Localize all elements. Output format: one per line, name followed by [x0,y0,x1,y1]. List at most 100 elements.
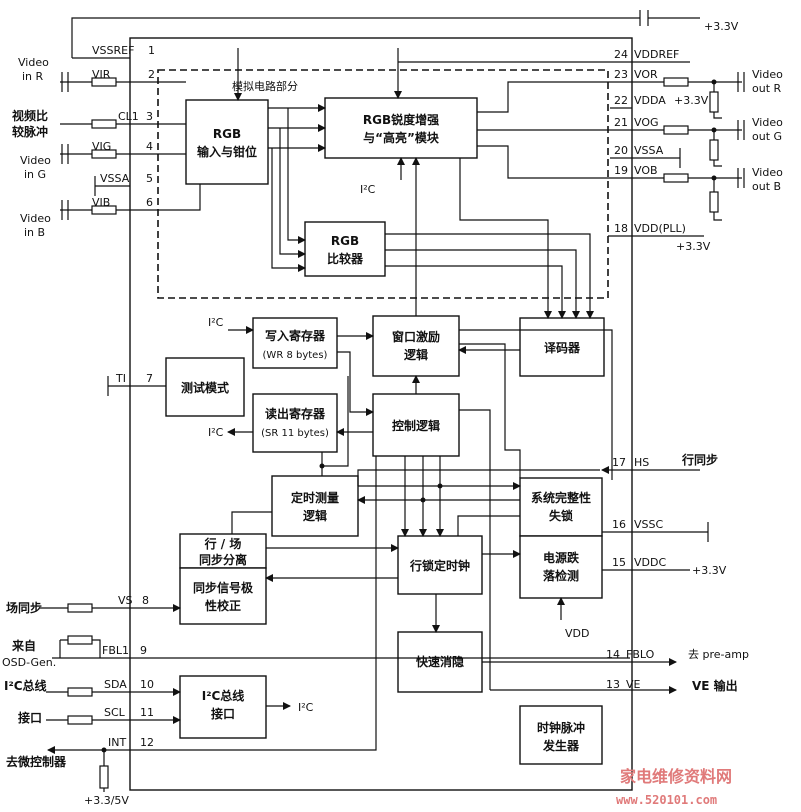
analog-section-outline [157,69,609,299]
i2c-label-rd: I²C [208,426,224,439]
rgb-comparator-block: RGB 比较器 [304,221,386,277]
rgb-sharpness-block: RGB锐度增强 与“高亮”模块 [324,97,478,159]
analog-section-label: 模拟电路部分 [232,79,298,93]
svg-text:VSSA: VSSA [100,172,130,185]
video-out-g-label: Video [752,116,783,129]
right-external-labels: Video out R Video out G Video out B [752,68,783,193]
svg-text:5: 5 [146,172,153,185]
svg-text:HS: HS [634,456,649,469]
svg-text:写入寄存器: 写入寄存器 [265,328,326,343]
svg-text:(SR 11 bytes): (SR 11 bytes) [261,428,329,439]
control-logic-block: 控制逻辑 [372,393,460,457]
svg-text:TI: TI [115,372,126,385]
write-register-block: 写入寄存器 (WR 8 bytes) [252,317,338,369]
read-register-block: 读出寄存器 (SR 11 bytes) [252,393,338,453]
svg-text:14: 14 [606,648,620,661]
video-compare-pulse-label: 视频比 [12,108,48,123]
svg-text:SCL: SCL [104,706,126,719]
svg-text:OSD-Gen.: OSD-Gen. [2,656,56,669]
svg-text:8: 8 [142,594,149,607]
svg-text:时钟脉冲: 时钟脉冲 [537,720,585,735]
left-pins: VSSREF 1 +3.3V VIR 2 CL1 3 VIG 4 VSSA 5 … [40,10,739,792]
svg-text:FBLO: FBLO [626,648,655,661]
svg-text:逻辑: 逻辑 [404,347,428,362]
to-mcu-label: 去微控制器 [6,754,67,769]
svg-text:FBL1: FBL1 [102,644,129,657]
svg-text:同步信号极: 同步信号极 [193,580,254,595]
svg-text:VSSREF: VSSREF [92,44,134,57]
svg-text:(WR 8 bytes): (WR 8 bytes) [263,350,328,361]
svg-text:发生器: 发生器 [542,738,580,753]
svg-text:21: 21 [614,116,628,129]
fast-blanking-block: 快速消隐 [397,631,483,693]
svg-text:比较器: 比较器 [327,251,364,266]
svg-text:定时测量: 定时测量 [291,490,339,505]
svg-text:17: 17 [612,456,626,469]
svg-text:落检测: 落检测 [543,568,579,583]
svg-text:VE: VE [626,678,641,691]
supply-top: +3.3V [704,20,739,33]
svg-text:VDDA: VDDA [634,94,666,107]
power-dip-detect-block: 电源跌 落检测 [519,535,603,599]
svg-text:VDD(PLL): VDD(PLL) [634,222,686,235]
svg-text:接口: 接口 [18,710,42,725]
from-osd-label: 来自 [11,638,36,653]
svg-text:7: 7 [146,372,153,385]
decoder-block: 译码器 [519,317,605,377]
line-lock-clock-block: 行锁定时钟 [397,535,483,595]
svg-text:out R: out R [752,82,782,95]
i2c-bus-ext-label: I²C总线 [4,678,47,693]
svg-text:23: 23 [614,68,628,81]
svg-text:VDDREF: VDDREF [634,48,679,61]
i2c-label-enh: I²C [360,183,376,196]
svg-text:CL1: CL1 [118,110,139,123]
system-integrity-block: 系统完整性 失锁 [519,477,603,537]
svg-text:读出寄存器: 读出寄存器 [265,406,326,421]
window-logic-block: 窗口激励 逻辑 [372,315,460,377]
svg-text:in G: in G [24,168,46,181]
vdd-label: VDD [565,627,589,640]
svg-text:+3.3V: +3.3V [674,94,709,107]
svg-text:9: 9 [140,644,147,657]
i2c-label-wr: I²C [208,316,224,329]
svg-text:RGB锐度增强: RGB锐度增强 [363,112,439,127]
vddc-supply: +3.3V [692,564,727,577]
rgb-input-clamp-block: RGB 输入与钳位 [185,99,269,185]
svg-text:控制逻辑: 控制逻辑 [392,418,440,433]
svg-text:较脉冲: 较脉冲 [12,124,48,139]
svg-text:11: 11 [140,706,154,719]
svg-text:I²C总线: I²C总线 [202,688,245,703]
test-mode-block: 测试模式 [165,357,245,417]
svg-text:2: 2 [148,68,155,81]
svg-text:逻辑: 逻辑 [303,508,327,523]
watermark: 家电维修资料网 www.520101.com [616,767,732,807]
svg-text:VDDC: VDDC [634,556,666,569]
to-preamp-label: 去 pre-amp [688,648,749,661]
svg-text:同步分离: 同步分离 [199,552,247,567]
svg-text:15: 15 [612,556,626,569]
svg-text:接口: 接口 [211,706,235,721]
svg-text:失锁: 失锁 [549,508,573,523]
svg-text:22: 22 [614,94,628,107]
svg-text:译码器: 译码器 [544,341,581,355]
svg-text:in B: in B [24,226,45,239]
right-pins: 24 VDDREF 23 VOR 22 VDDA +3.3V 21 VOG 20… [398,48,749,694]
video-out-b-label: Video [752,166,783,179]
svg-text:VOB: VOB [634,164,658,177]
svg-text:行 / 场: 行 / 场 [204,536,242,551]
clock-generator-block: 时钟脉冲 发生器 [519,705,603,765]
svg-text:10: 10 [140,678,154,691]
i2c-bus-interface-block: I²C总线 接口 [179,675,267,739]
svg-text:24: 24 [614,48,628,61]
vsync-label: 场同步 [6,600,42,615]
svg-text:out B: out B [752,180,781,193]
svg-text:与“高亮”模块: 与“高亮”模块 [363,130,440,145]
svg-text:电源跌: 电源跌 [543,550,580,565]
svg-text:VS: VS [118,594,133,607]
hsync-label: 行同步 [681,452,718,467]
video-in-b-label: Video [20,212,51,225]
svg-text:in R: in R [22,70,44,83]
hv-sync-separator-block: 行 / 场 同步分离 [179,533,267,569]
